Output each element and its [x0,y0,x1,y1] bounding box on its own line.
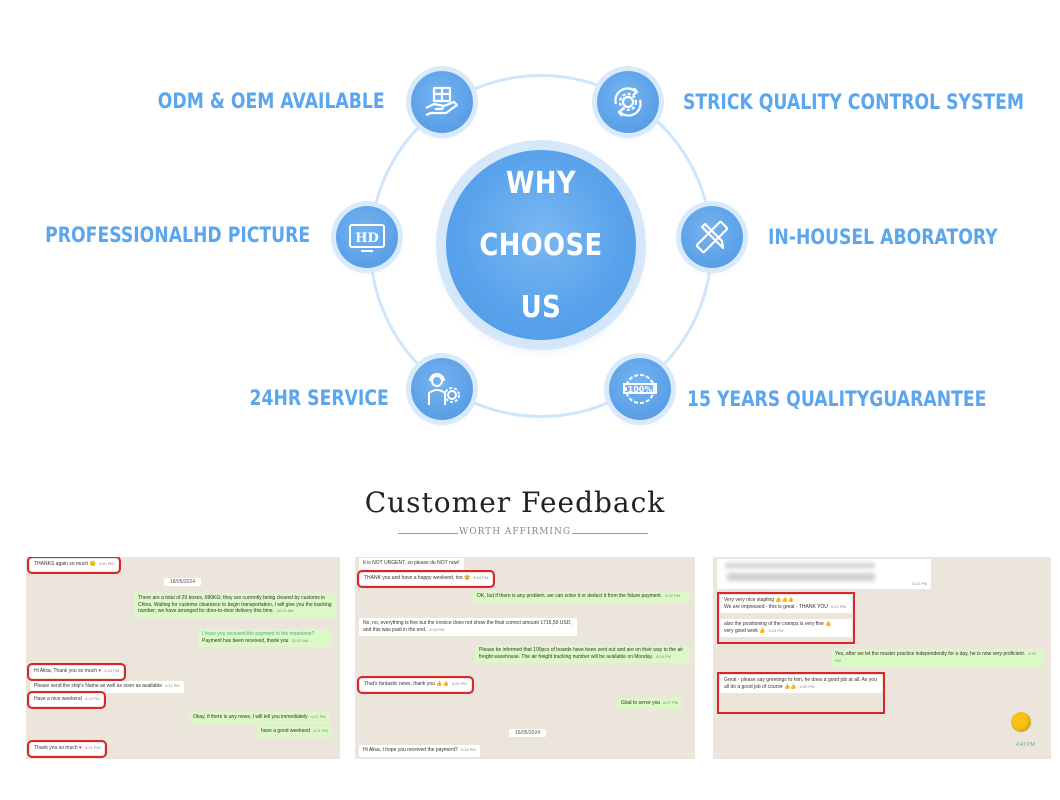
svg-text:100%: 100% [628,385,653,394]
center-line-1: WHY [505,166,577,201]
feature-quality-guarantee: 15 YEARS QUALITYGUARANTEE [687,387,987,411]
message-time: 4:41 PM [1016,742,1035,748]
chat-message-redacted: 4:22 PM [717,559,931,589]
chat-screenshot-1: THANKS again so much 😊4:20 PM 18/05/2024… [26,557,340,759]
chat-message: There are a total of 29 boxes, 690KG; th… [134,593,336,618]
chat-message: THANKS again so much 😊4:20 PM [27,557,121,574]
center-line-2: CHOOSE [479,228,603,263]
feature-odm-oem: ODM & OEM AVAILABLE [158,89,385,113]
redacted-text [727,573,875,581]
feature-laboratory: IN-HOUSEL ABORATORY [768,225,998,249]
feature-hd-picture: PROFESSIONALHD PICTURE [45,223,310,247]
svg-text:HD: HD [355,231,379,246]
chat-message: Please be informed that 100pcs of boards… [475,645,689,663]
date-divider: 18/05/2024 [164,578,202,586]
chat-message: THANK you and have a happy weekend, too … [356,570,496,588]
chat-message: No, no, everything is fine but the invoi… [359,618,577,636]
badge-100-icon: 100% [609,358,671,420]
chat-message: Great - please say greetings to him, he … [720,675,882,693]
chat-message: Hi Alisa, Thank you so much ♥4:10 PM [26,663,127,681]
chat-message: It is NOT URGENT, so please do NOT now! [359,558,464,570]
highlight-box [717,592,855,644]
hand-box-icon [411,71,473,133]
chat-message: Hi Alisa, I hope you received the paymen… [359,745,480,757]
highlight-box [717,672,885,714]
chat-message: That's fantastic news, thank you 👍👍8:26 … [357,676,474,694]
chat-message: I hope you received the payment in the m… [198,629,332,647]
gear-cycle-icon [597,71,659,133]
chat-screenshot-3: 4:22 PM Very very nice stapling 👍👍👍We ar… [713,557,1051,759]
chat-message: OK, but if there is any problem, we can … [473,591,689,603]
chat-screenshot-2: It is NOT URGENT, so please do NOT now! … [355,557,695,759]
feature-24hr-service: 24HR SERVICE [249,386,389,410]
center-line-3: US [520,290,562,325]
chat-message: also the positioning of the cramps is ve… [720,619,852,637]
date-divider: 15/05/2024 [509,729,547,737]
chat-message: Okay, if there is any news, I will tell … [189,712,330,724]
chat-message: Please send the ship's Name as well as s… [30,681,184,693]
chat-message: Very very nice stapling 👍👍👍We are impres… [720,595,852,613]
redacted-text [725,563,875,568]
why-choose-us-circle: WHY CHOOSE US [446,150,636,340]
divider-left [398,533,458,534]
hd-icon: HD [336,206,398,268]
feature-quality-control: STRICK QUALITY CONTROL SYSTEM [683,90,1025,114]
chat-message: Thank you so much ♥4:21 PM [27,740,107,758]
feedback-title: Customer Feedback [364,486,666,519]
smiley-emoji-icon [1011,712,1031,732]
divider-right [572,533,648,534]
ruler-pencil-icon [681,206,743,268]
support-agent-icon [411,358,473,420]
feedback-subtitle: WORTH AFFIRMING [458,527,572,537]
chat-message: Yes, after we let the master practice in… [831,649,1043,667]
